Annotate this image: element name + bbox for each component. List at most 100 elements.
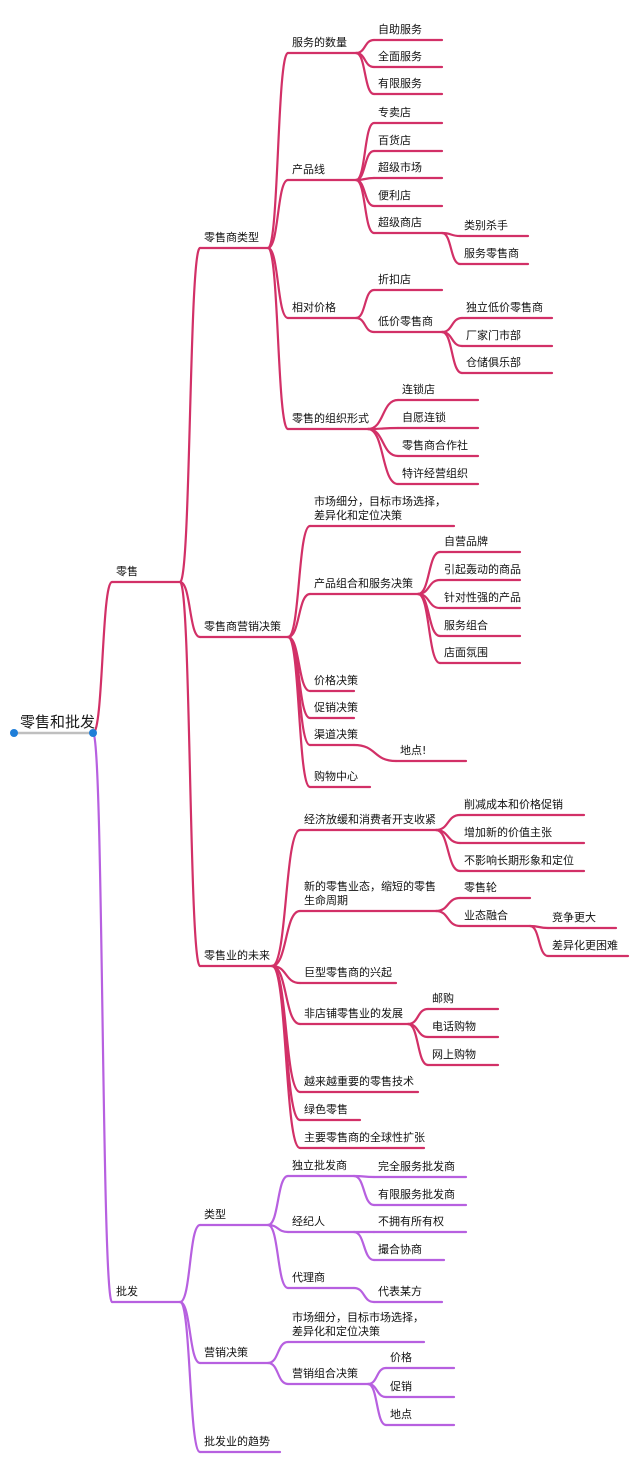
node-label-retail-future-new-forms-wheel: 零售轮 (464, 880, 497, 894)
node-label-retail-types-relative-price-discount: 折扣店 (378, 272, 411, 286)
link-wa0 (352, 1286, 376, 1304)
link-rch0 (352, 743, 398, 763)
link-org (266, 246, 290, 431)
node-label-retail-marketing-product-service-items-0: 自营品牌 (444, 534, 488, 548)
node-label-retail-marketing-label: 零售商营销决策 (204, 619, 281, 633)
link-rch (286, 635, 312, 747)
link-nfw (434, 896, 462, 913)
node-label-retail-types-product-line-label: 产品线 (292, 162, 325, 176)
node-label-retail-marketing-product-service-items-3: 服务组合 (444, 618, 488, 632)
node-label-retail-types-product-line-superstore-label: 超级商店 (378, 215, 422, 229)
node-label-retail-future-new-forms-label-1: 生命周期 (304, 893, 348, 907)
link-svc (266, 51, 290, 250)
node-label-retail-marketing-channel-label: 渠道决策 (314, 727, 358, 741)
node-label-wholesale-marketing-mix-label: 营销组合决策 (292, 1366, 358, 1380)
node-label-retail-types-organization-items-0: 连锁店 (402, 382, 435, 396)
node-label-retail-future-nonstore-label: 非店铺零售业的发展 (304, 1006, 403, 1020)
node-label-wholesale-marketing-segmentation-0: 市场细分，目标市场选择， (292, 1310, 424, 1324)
node-label-retail-future-economy-items-1: 增加新的价值主张 (464, 825, 552, 839)
node-label-retail-marketing-channel-items-0: 地点! (400, 744, 426, 757)
link-rpo0 (440, 316, 464, 334)
node-label-retail-marketing-mall: 购物中心 (314, 769, 358, 783)
link-rps4 (416, 592, 442, 665)
link-ns0 (406, 1007, 430, 1026)
link-pls1 (440, 231, 462, 266)
link-tech (270, 964, 302, 1094)
node-label-retail-future-new-forms-label-0: 新的零售业态，缩短的零售 (304, 879, 436, 893)
node-label-retail-types-organization-items-2: 零售商合作社 (402, 438, 468, 452)
link-wseg (266, 1340, 290, 1365)
link-wtr (178, 1300, 202, 1454)
node-label-retail-label: 零售 (116, 564, 138, 578)
node-label-wholesale-trends: 批发业的趋势 (204, 1434, 270, 1448)
node-label-retail-types-product-line-items-2: 超级市场 (378, 160, 422, 174)
link-nfc1 (528, 924, 550, 958)
node-label-retail-marketing-product-service-items-1: 引起轰动的商品 (444, 562, 521, 576)
link-rmk (178, 580, 202, 639)
node-label-retail-types-service-label: 服务的数量 (292, 35, 347, 49)
node-label-retail-marketing-promotion: 促销决策 (314, 700, 358, 714)
link-rps (286, 592, 312, 639)
link-nf (270, 909, 302, 968)
node-label-retail-types-service-items-1: 全面服务 (378, 49, 422, 63)
node-label-wholesale-marketing-mix-items-1: 促销 (390, 1379, 412, 1393)
node-label-retail-types-relative-price-label: 相对价格 (292, 300, 336, 314)
link-rseg (286, 524, 312, 639)
node-label-retail-types-product-line-superstore-items-1: 服务零售商 (464, 246, 519, 260)
link-nfc (434, 909, 462, 928)
node-label-retail-types-product-line-superstore-items-0: 类别杀手 (464, 218, 508, 232)
link-wb1 (352, 1230, 376, 1262)
node-label-retail-future-nonstore-items-2: 网上购物 (432, 1047, 476, 1061)
node-label-retail-future-economy-label: 经济放缓和消费者开支收紧 (304, 812, 436, 826)
node-label-retail-future-global: 主要零售商的全球性扩张 (304, 1130, 425, 1144)
node-label-retail-types-product-line-items-0: 专卖店 (378, 105, 411, 119)
node-label-wholesale-marketing-mix-items-2: 地点 (390, 1408, 412, 1421)
node-label-wholesale-types-broker-label: 经纪人 (292, 1215, 325, 1228)
node-label-retail-future-new-forms-convergence-label: 业态融合 (464, 908, 508, 922)
link-svc2 (354, 51, 376, 96)
node-label-wholesale-types-broker-items-0: 不拥有所有权 (378, 1214, 444, 1228)
node-label-retail-future-megaretailers: 巨型零售商的兴起 (304, 965, 392, 979)
link-pl (266, 178, 290, 250)
root-left-handle[interactable] (10, 729, 18, 737)
node-label-retail-types-organization-items-1: 自愿连锁 (402, 410, 446, 424)
node-label-retail-types-organization-items-3: 特许经营组织 (402, 466, 468, 480)
link-ws (91, 731, 114, 1304)
link-pls (354, 178, 376, 235)
node-labels: 零售和批发零售零售商类型服务的数量自助服务全面服务有限服务产品线专卖店百货店超级… (20, 22, 618, 1448)
link-rmall (286, 635, 312, 789)
node-label-wholesale-marketing-label: 营销决策 (204, 1345, 248, 1359)
node-label-retail-types-relative-price-off-price-items-2: 仓储俱乐部 (466, 355, 521, 369)
node-label-wholesale-types-merchant-items-0: 完全服务批发商 (378, 1159, 455, 1173)
branch-lines (91, 38, 550, 1454)
link-eco (270, 828, 302, 968)
link-org3 (366, 427, 400, 486)
link-wm1 (352, 1174, 376, 1207)
link-ns2 (406, 1022, 430, 1067)
node-label-retail-future-economy-items-0: 削减成本和价格促销 (464, 797, 563, 811)
node-label-retail-types-service-items-0: 自助服务 (378, 22, 422, 36)
node-label-retail-future-technology: 越来越重要的零售技术 (304, 1074, 414, 1088)
link-wmix0 (366, 1366, 388, 1386)
node-label-retail-future-new-forms-convergence-items-0: 竞争更大 (552, 910, 596, 924)
node-label-retail-marketing-product-service-items-2: 针对性强的产品 (444, 590, 521, 604)
link-org0 (366, 398, 400, 431)
link-wmk (178, 1300, 202, 1365)
link-retail (91, 580, 114, 735)
link-rtypes (178, 246, 202, 584)
node-label-retail-marketing-price: 价格决策 (314, 673, 358, 687)
link-wa (266, 1223, 290, 1290)
node-label-retail-future-green: 绿色零售 (304, 1102, 348, 1116)
link-rpo2 (440, 330, 464, 375)
node-label-retail-future-nonstore-items-0: 邮购 (432, 991, 454, 1005)
link-org2 (366, 427, 400, 458)
node-label-retail-marketing-segmentation-1: 差异化和定位决策 (314, 508, 402, 522)
link-rpd (354, 288, 376, 320)
node-label-retail-types-relative-price-off-price-items-1: 厂家门市部 (466, 328, 521, 342)
node-label-retail-types-service-items-2: 有限服务 (378, 76, 422, 90)
node-label-retail-future-label: 零售业的未来 (204, 948, 270, 962)
link-wmix (266, 1361, 290, 1386)
node-label-retail-types-product-line-items-3: 便利店 (378, 188, 411, 202)
root-right-handle[interactable] (89, 729, 97, 737)
